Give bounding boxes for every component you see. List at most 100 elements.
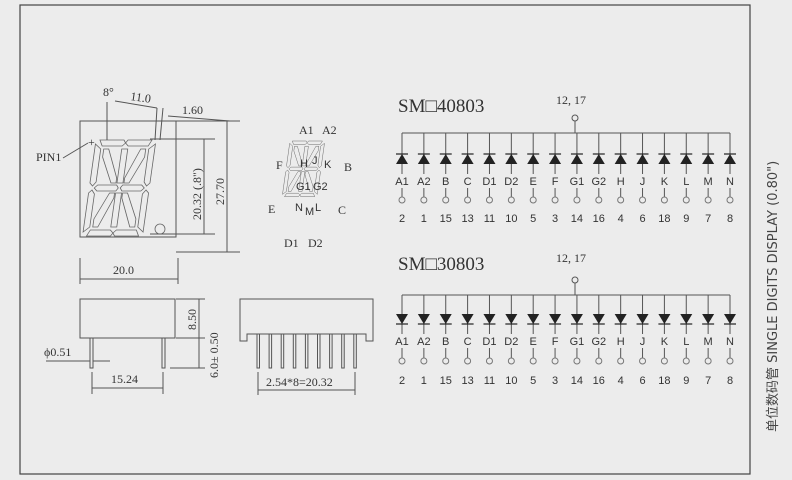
diode-icon xyxy=(396,314,408,324)
segment-name: G1 xyxy=(570,176,585,188)
segment-label: G2 xyxy=(313,181,328,193)
pin-terminal xyxy=(595,357,603,365)
common-pin-terminal xyxy=(571,114,579,122)
diode-icon xyxy=(549,154,562,164)
label-bg xyxy=(440,334,451,348)
segment-name: N xyxy=(726,176,734,188)
segment-name: J xyxy=(640,176,646,188)
side-view: 8.50 6.0± 0.50 ϕ0.51 15.24 xyxy=(44,298,221,394)
segment-width-label: 11.0 xyxy=(130,89,152,106)
pin-terminal xyxy=(660,357,668,365)
label-bg xyxy=(681,174,692,188)
segment-name: D2 xyxy=(504,336,518,348)
segment-label: D2 xyxy=(308,236,323,250)
pin-length-label: 6.0± 0.50 xyxy=(207,332,221,378)
pin-terminal xyxy=(704,357,712,365)
segment xyxy=(293,145,303,167)
digit-outline-small xyxy=(282,140,325,197)
pin-row xyxy=(256,333,357,369)
segment xyxy=(299,192,315,197)
label-bg xyxy=(528,334,539,348)
pin-number: 5 xyxy=(530,375,536,387)
pin-terminal xyxy=(682,357,690,365)
pin-number: 6 xyxy=(639,375,645,387)
common-pins-label: 12, 17 xyxy=(556,251,586,265)
pin-terminal xyxy=(485,196,493,204)
pin xyxy=(329,333,333,369)
segment xyxy=(305,145,320,167)
segment xyxy=(301,145,309,167)
segment xyxy=(306,140,323,145)
segment xyxy=(99,139,127,147)
pin xyxy=(89,337,94,369)
label-bg xyxy=(725,174,735,188)
diode-icon xyxy=(680,154,693,164)
diode-icon xyxy=(658,154,671,164)
segment xyxy=(89,143,102,187)
side-title: 单位数码管 SINGLE DIGITS DISPLAY (0.80") xyxy=(766,161,781,432)
segment xyxy=(110,192,123,228)
pin-terminal xyxy=(682,196,690,204)
pin-number: 13 xyxy=(461,213,473,225)
segment xyxy=(284,192,301,197)
segment xyxy=(282,169,290,195)
segment-name: G2 xyxy=(591,336,606,348)
diode-icon xyxy=(724,154,736,164)
diode-icon xyxy=(527,154,540,164)
label-bg xyxy=(397,334,407,348)
row-spacing-label: 15.24 xyxy=(111,372,138,386)
dimension-line xyxy=(167,115,231,122)
segment-name: D2 xyxy=(504,176,518,188)
angle-label: 8° xyxy=(103,85,114,99)
diode-icon xyxy=(439,314,452,324)
pin-terminal xyxy=(442,357,450,365)
model-label: SM□30803 xyxy=(398,254,484,275)
label-bg xyxy=(462,174,473,188)
pin-number: 2 xyxy=(399,213,405,225)
segment-name: H xyxy=(617,176,625,188)
label-bg xyxy=(484,334,495,348)
pin-terminal xyxy=(529,357,537,365)
segment-name: N xyxy=(726,336,734,348)
pin-number: 1 xyxy=(421,375,427,387)
pin-terminal xyxy=(726,357,734,365)
pin-number: 2 xyxy=(399,375,405,387)
diode-icon xyxy=(461,154,474,164)
pin xyxy=(304,333,309,369)
segment-name: E xyxy=(530,336,537,348)
pin-terminal xyxy=(551,196,559,204)
body-side xyxy=(79,298,176,339)
pin xyxy=(353,333,357,369)
pin1-label: PIN1 xyxy=(36,150,61,164)
diode-icon xyxy=(417,314,430,324)
diode-icon xyxy=(658,314,671,324)
pin-number: 14 xyxy=(571,375,583,387)
digit-height-label: 20.32 (.8") xyxy=(190,168,204,220)
pin-number: 10 xyxy=(505,375,517,387)
pin-number: 18 xyxy=(658,213,670,225)
pin xyxy=(256,333,260,369)
angle-line xyxy=(154,107,158,141)
pin-terminal xyxy=(507,357,515,365)
segment-name: K xyxy=(661,336,669,348)
diode-icon xyxy=(592,314,605,324)
segment-label: N xyxy=(295,202,303,214)
label-bg xyxy=(571,334,582,348)
width-label: 20.0 xyxy=(113,263,134,277)
label-bg xyxy=(506,334,517,348)
segment xyxy=(286,142,293,169)
diode-icon xyxy=(680,314,693,324)
segment xyxy=(92,192,116,228)
pin-terminal xyxy=(398,196,406,204)
pin xyxy=(341,333,345,369)
label-bg xyxy=(528,174,539,188)
common-pin-terminal xyxy=(571,276,579,284)
display-body xyxy=(79,120,177,238)
segment-name: F xyxy=(552,176,559,188)
pin xyxy=(292,333,297,369)
front-view: + PIN1 8° 11.0 1.60 20.32 (.8") 27.70 20… xyxy=(36,85,240,284)
segment-name: J xyxy=(640,336,646,348)
